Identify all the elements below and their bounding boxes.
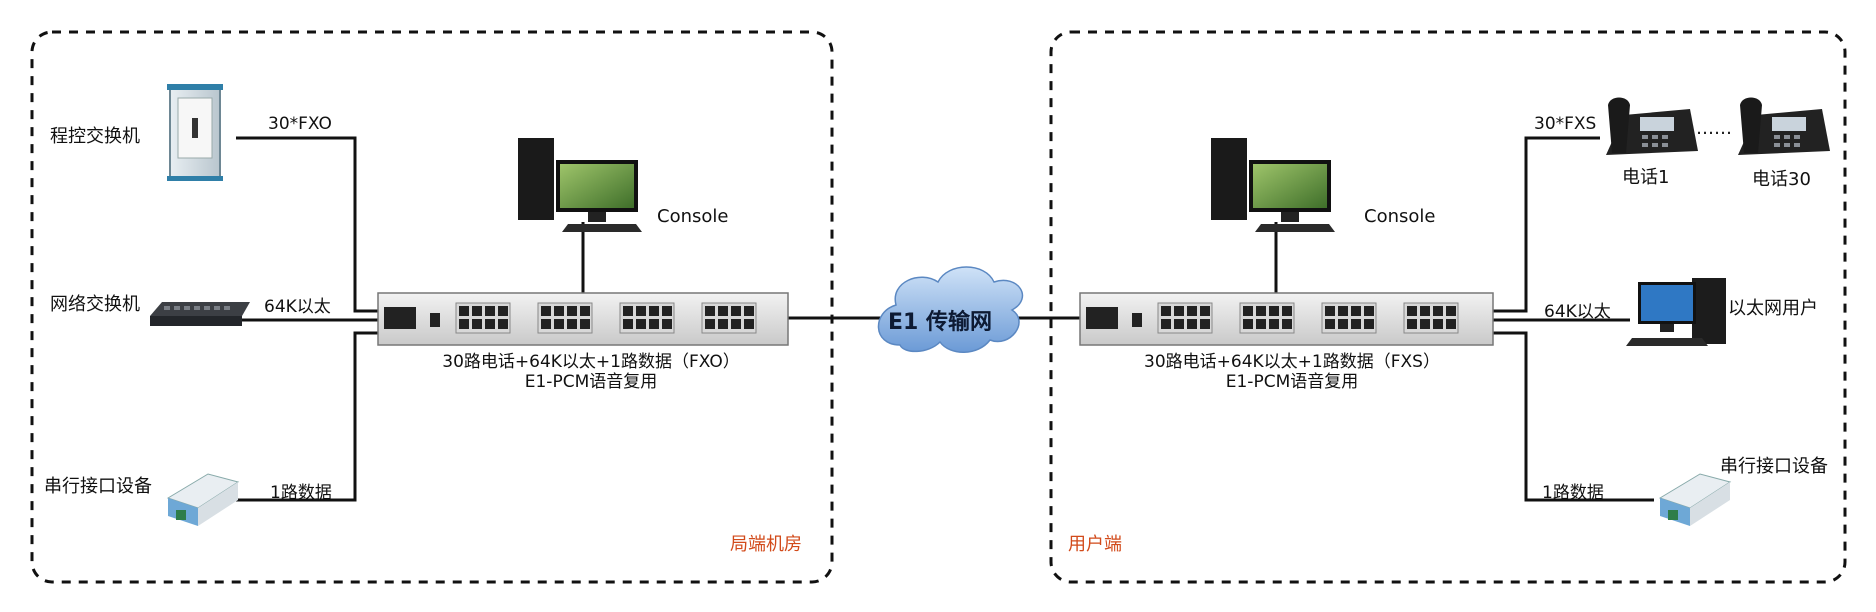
user-side-region bbox=[1049, 30, 1847, 584]
mux-caption-right-1: 30路电话+64K以太+1路数据（FXS） bbox=[1144, 352, 1440, 372]
mux-caption-right-2: E1-PCM语音复用 bbox=[1225, 372, 1359, 392]
data-link-label-left: 1路数据 bbox=[270, 483, 332, 503]
central-office-region bbox=[30, 30, 834, 584]
phone-30 bbox=[1738, 97, 1830, 155]
phone-1-label: 电话1 bbox=[1622, 167, 1670, 188]
fxs-link-label: 30*FXS bbox=[1534, 114, 1597, 134]
pbx-cabinet bbox=[167, 84, 223, 181]
phone-1 bbox=[1606, 97, 1698, 155]
data-link-label-right: 1路数据 bbox=[1542, 483, 1604, 503]
ethernet-user-pc bbox=[1626, 278, 1726, 346]
fxo-link-label: 30*FXO bbox=[268, 114, 332, 134]
e1-cloud bbox=[877, 266, 1024, 353]
eth-link-label-left: 64K以太 bbox=[264, 297, 331, 317]
left-links bbox=[236, 136, 585, 502]
console-label-left: Console bbox=[657, 206, 729, 227]
console-pc-right bbox=[1211, 138, 1335, 232]
right-links bbox=[1274, 136, 1654, 502]
switch-label: 网络交换机 bbox=[50, 294, 140, 315]
pbx-label: 程控交换机 bbox=[50, 126, 140, 147]
phone-30-label: 电话30 bbox=[1752, 169, 1811, 190]
eth-link-label-right: 64K以太 bbox=[1544, 302, 1611, 322]
ethernet-user-label: 以太网用户 bbox=[1728, 298, 1818, 319]
mux-unit-right bbox=[1079, 292, 1494, 346]
serial-device-label-right: 串行接口设备 bbox=[1720, 456, 1828, 477]
network-switch bbox=[150, 302, 250, 326]
mux-unit-left bbox=[377, 292, 789, 346]
serial-converter-right bbox=[1658, 473, 1732, 526]
serial-device-label-left: 串行接口设备 bbox=[44, 476, 152, 497]
serial-converter-left bbox=[166, 473, 240, 526]
mux-caption-left-2: E1-PCM语音复用 bbox=[524, 372, 658, 392]
e1-network-label: E1 传输网 bbox=[888, 310, 992, 335]
mux-caption-left-1: 30路电话+64K以太+1路数据（FXO） bbox=[442, 352, 740, 372]
user-side-label: 用户端 bbox=[1068, 534, 1122, 555]
central-office-label: 局端机房 bbox=[730, 534, 802, 555]
phones-ellipsis: …… bbox=[1696, 118, 1732, 139]
console-label-right: Console bbox=[1364, 206, 1436, 227]
console-pc-left bbox=[518, 138, 642, 232]
